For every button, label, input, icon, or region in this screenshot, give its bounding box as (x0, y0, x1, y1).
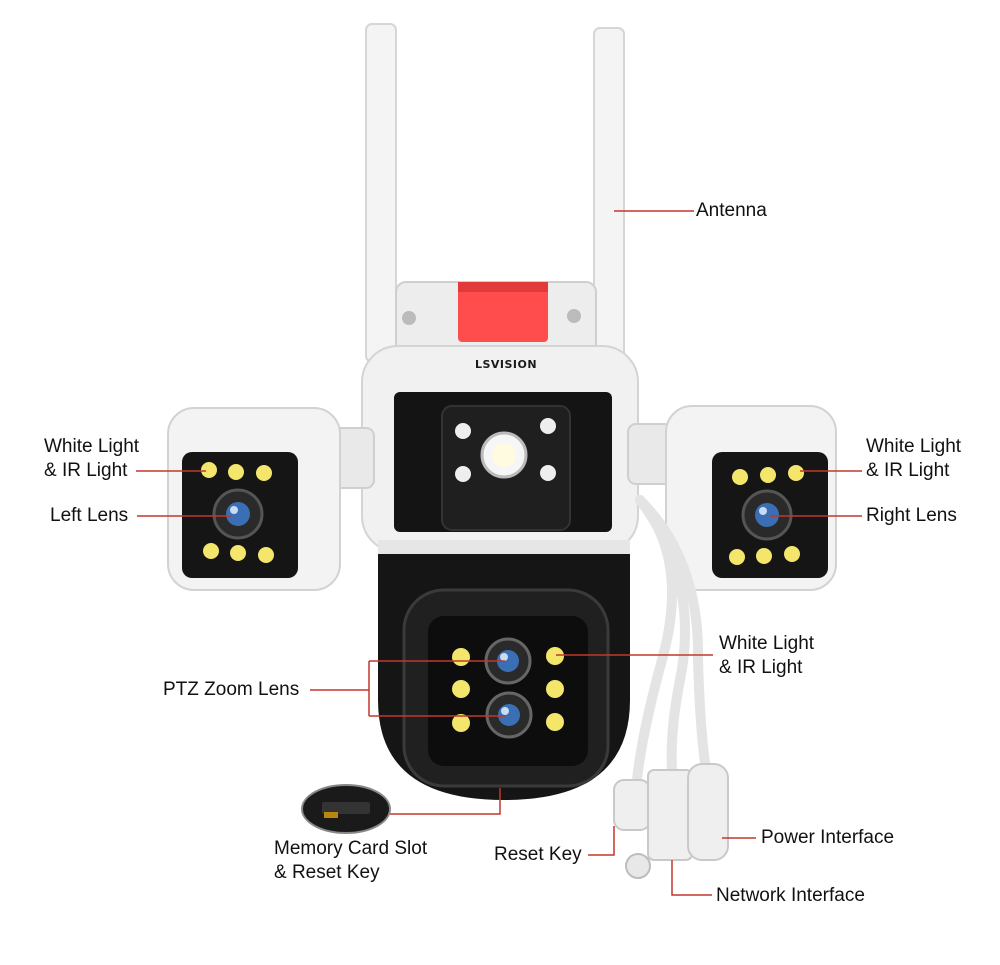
label-reset-key: Reset Key (494, 844, 582, 865)
label-network-interface: Network Interface (716, 885, 865, 906)
label-ptz-light-line1: White Light (719, 633, 815, 654)
label-memory-line1: Memory Card Slot (274, 838, 428, 859)
ptz-lens-top (484, 637, 532, 685)
brand-logo: LSVISION (475, 358, 537, 371)
memory-card-inset (301, 784, 391, 834)
cables (631, 495, 711, 795)
label-left-light-line2: & IR Light (44, 460, 128, 481)
antenna-left (365, 23, 397, 363)
cable-connectors (613, 763, 729, 879)
label-antenna: Antenna (696, 200, 767, 221)
right-camera (665, 405, 837, 591)
label-left-light: White Light & IR Light (44, 435, 139, 483)
label-right-light: White Light & IR Light (866, 435, 961, 483)
label-power-interface: Power Interface (761, 827, 895, 848)
leader-memory (390, 788, 501, 815)
warning-light (458, 282, 548, 342)
antenna-right (593, 27, 625, 359)
label-right-light-line2: & IR Light (866, 460, 950, 481)
center-leds (455, 418, 556, 482)
label-ptz-zoom-lens: PTZ Zoom Lens (163, 679, 300, 700)
center-spotlight (480, 431, 528, 479)
leader-lines (136, 210, 862, 896)
label-ptz-light-line2: & IR Light (719, 657, 803, 678)
ptz-lens-bottom (485, 691, 533, 739)
leader-reset-key (588, 826, 615, 856)
leader-ptz-zoom (310, 660, 505, 717)
leader-network (671, 860, 712, 896)
label-left-light-line1: White Light (44, 436, 140, 457)
label-memory-card: Memory Card Slot & Reset Key (274, 837, 427, 885)
label-ptz-light: White Light & IR Light (719, 632, 814, 680)
label-memory-line2: & Reset Key (274, 862, 380, 883)
label-right-lens: Right Lens (866, 505, 957, 526)
left-camera (167, 407, 341, 591)
label-left-lens: Left Lens (50, 505, 129, 526)
label-right-light-line1: White Light (866, 436, 962, 457)
